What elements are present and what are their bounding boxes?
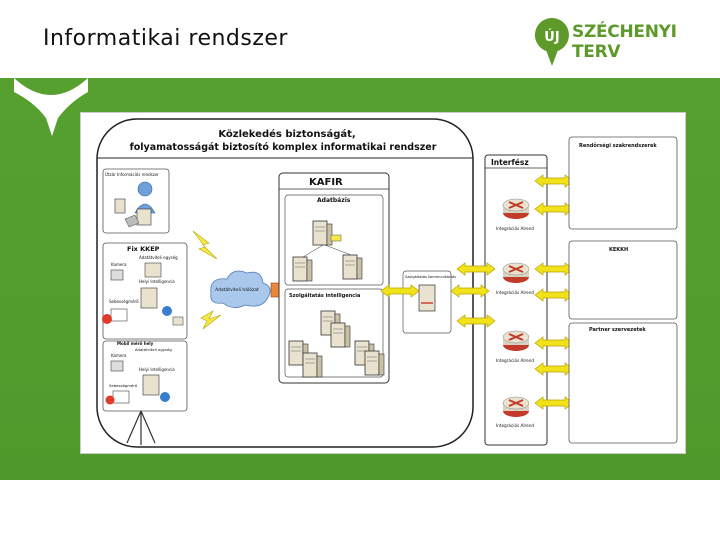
police-systems-title: Rendőrségi szakrendszerek bbox=[579, 142, 657, 149]
mobile-item-2: Helyi Intelligencia bbox=[139, 367, 175, 372]
gateway-label: Szolgáltatás kommunikációs bbox=[405, 275, 456, 279]
network-label: Adatátviteli hálózat bbox=[215, 286, 259, 293]
fix-kkep-title: Fix KKEP bbox=[127, 245, 160, 253]
brand-name: SZÉCHENYI TERV bbox=[572, 22, 677, 62]
network-cloud bbox=[210, 270, 271, 308]
mobile-item-3: Sebességmérő bbox=[109, 383, 138, 388]
main-title-line1: Közlekedés biztonságát, bbox=[218, 128, 355, 140]
link-arrow bbox=[456, 314, 496, 328]
fix-item-1: Adatátviteli egység bbox=[139, 255, 178, 260]
mobile-item-0: Adatátviteli egység bbox=[135, 347, 172, 352]
interface-title: Interfész bbox=[491, 158, 529, 167]
kafir-title: KAFIR bbox=[309, 177, 343, 188]
link-arrow bbox=[534, 336, 574, 350]
main-title-line2: folyamatosságát biztosító komplex inform… bbox=[130, 142, 437, 153]
interface-box bbox=[484, 154, 548, 446]
page-title: Informatikai rendszer bbox=[43, 26, 288, 51]
interface-module-3: Integrációs Alrend bbox=[496, 423, 534, 428]
interface-module-1: Integrációs Alrend bbox=[496, 290, 534, 295]
mobile-title: Mobil mérő hely bbox=[117, 341, 154, 346]
svg-text:ÚJ: ÚJ bbox=[544, 29, 559, 45]
link-arrow bbox=[456, 262, 496, 276]
partners-title: Partner szervezetek bbox=[589, 327, 646, 333]
mobile-item-1: Kamera bbox=[111, 353, 127, 358]
link-arrow bbox=[534, 262, 574, 276]
interface-module-2: Integrációs Alrend bbox=[496, 358, 534, 363]
interface-module-0: Integrációs Alrend bbox=[496, 226, 534, 231]
wireless-link-icon bbox=[200, 310, 222, 330]
kekkh-box bbox=[568, 240, 678, 320]
fix-item-0: Kamera bbox=[111, 262, 127, 267]
link-arrow bbox=[534, 202, 574, 216]
kekkh-title: KEKKH bbox=[609, 247, 628, 253]
police-systems-box bbox=[568, 136, 678, 230]
szechenyi-terv-logo: ÚJ bbox=[534, 18, 569, 66]
database-label: Adatbázis bbox=[317, 197, 351, 204]
pin-decoration bbox=[14, 78, 88, 136]
wireless-link-icon bbox=[192, 230, 218, 260]
system-diagram: Közlekedés biztonságát, folyamatosságát … bbox=[80, 112, 686, 454]
fix-item-3: Sebességmérő bbox=[109, 299, 139, 304]
link-arrow bbox=[534, 288, 574, 302]
bi-label: Szolgáltatás intelligencia bbox=[289, 292, 360, 299]
partners-box bbox=[568, 322, 678, 444]
link-arrow bbox=[534, 174, 574, 188]
link-arrow bbox=[534, 396, 574, 410]
fix-item-2: Helyi Intelligencia bbox=[139, 279, 175, 284]
link-arrow bbox=[534, 362, 574, 376]
utzar-box bbox=[102, 168, 170, 234]
utzar-label: Útzár Információs rendszer bbox=[105, 172, 159, 177]
